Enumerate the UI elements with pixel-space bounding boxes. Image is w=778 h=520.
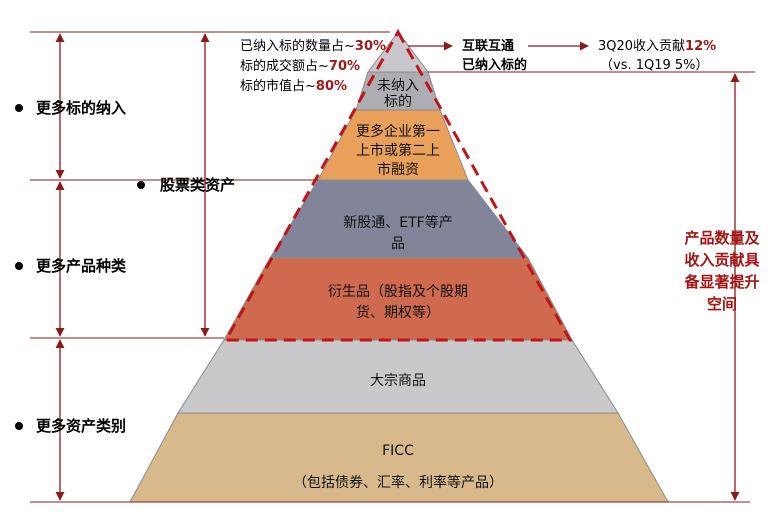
callout-line3: 备显著提升 (683, 273, 759, 291)
callout-line2: 收入贡献具 (684, 251, 759, 269)
tier-ipo-line1: 更多企业第一 (356, 123, 440, 140)
tier-derivatives-line2: 货、期权等） (356, 304, 440, 321)
tier-etf-line2: 品 (391, 236, 405, 252)
stat-marketcap-line: 标的市值占~80% (240, 78, 347, 94)
label-equity-assets: 股票类资产 (160, 176, 235, 194)
revenue-line2: （vs. 1Q19 5%） (600, 58, 709, 73)
revenue-line1: 3Q20收入贡献12% (598, 39, 716, 54)
tier-ficc-line1: FICC (382, 443, 414, 459)
label-more-products: 更多产品种类 (36, 257, 127, 275)
tier-unlisted-line1: 未纳入 (377, 78, 419, 94)
bullet-more-products (15, 262, 23, 270)
callout-line1: 产品数量及 (684, 229, 760, 247)
stat-count-line: 已纳入标的数量占~30% (240, 38, 386, 54)
connect-label-line1: 互联互通 (462, 38, 514, 54)
equity-dashed-outline (223, 28, 573, 342)
bullet-more-underlyings (15, 104, 23, 112)
bullet-more-asset-classes (15, 422, 23, 430)
label-more-underlyings: 更多标的纳入 (36, 99, 126, 117)
bullet-equity-assets (137, 181, 145, 189)
tier-derivatives-line1: 衍生品（股指及个股期 (328, 284, 468, 300)
stat-turnover-line: 标的成交额占~70% (240, 58, 360, 74)
connect-label-line2: 已纳入标的 (462, 57, 527, 73)
tier-ficc-line2: （包括债券、汇率、利率等产品） (293, 474, 503, 491)
tier-ipo-line2: 上市或第二上 (356, 142, 440, 159)
label-more-asset-classes: 更多资产类别 (36, 417, 126, 435)
tier-ipo-line3: 市融资 (377, 161, 419, 178)
tier-unlisted-line2: 标的 (384, 94, 412, 110)
tier-commodities: 大宗商品 (370, 373, 426, 389)
callout-line4: 空间 (707, 295, 737, 313)
tier-etf-line1: 新股通、ETF等产 (343, 214, 452, 231)
